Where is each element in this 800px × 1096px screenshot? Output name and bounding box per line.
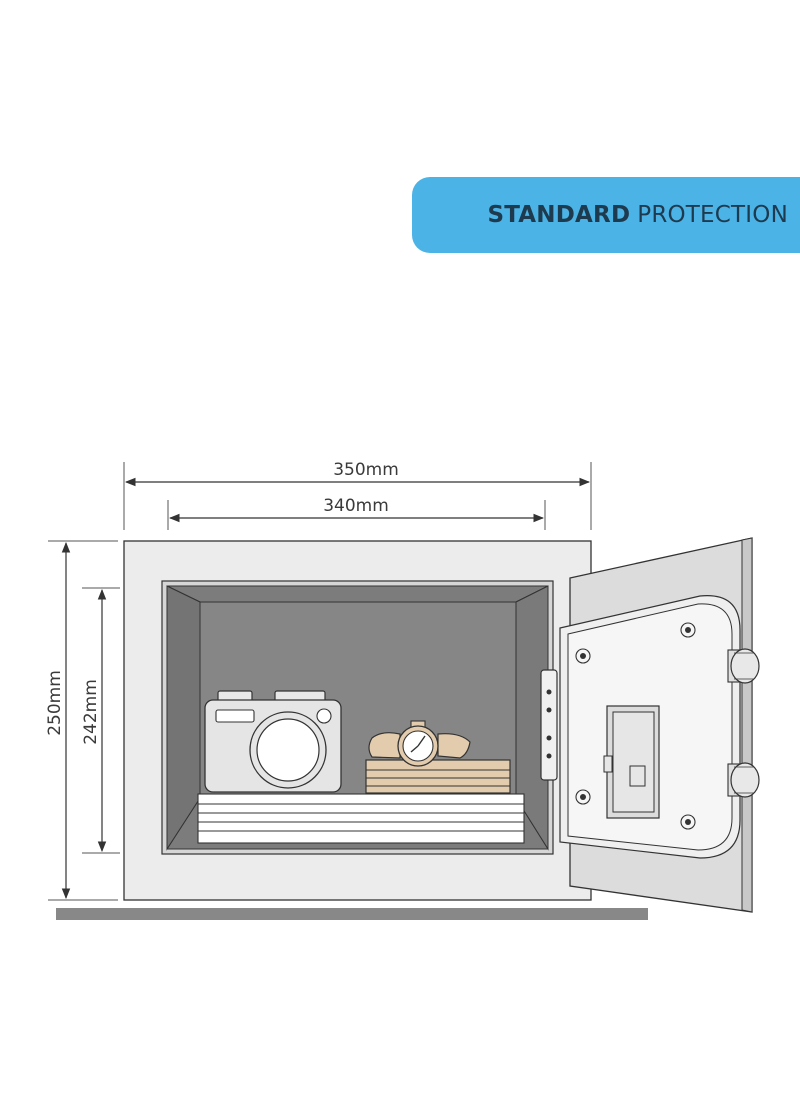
protection-banner: STANDARD PROTECTION [412,177,800,253]
outer-width-dimension: 350mm [123,460,592,530]
inner-height-label: 242mm [81,679,101,745]
watch-box [365,759,511,794]
inner-width-dimension: 340mm [167,496,546,530]
lock-bolt-bottom [727,762,760,798]
watch-icon [368,720,471,767]
paper-stack [197,793,525,844]
camera-icon [204,690,342,793]
banner-bold-text: STANDARD [487,202,631,228]
floor-bar [56,908,648,920]
inner-height-dimension: 242mm [81,587,120,854]
outer-height-label: 250mm [45,670,65,736]
inner-width-label: 340mm [323,496,389,516]
lock-mechanism [603,705,660,819]
banner-regular-text: PROTECTION [637,202,788,228]
lock-bolt-top [727,648,760,684]
outer-width-label: 350mm [333,460,399,480]
door-hinge [540,669,558,781]
outer-height-dimension: 250mm [45,540,118,901]
door-screws [575,622,696,830]
